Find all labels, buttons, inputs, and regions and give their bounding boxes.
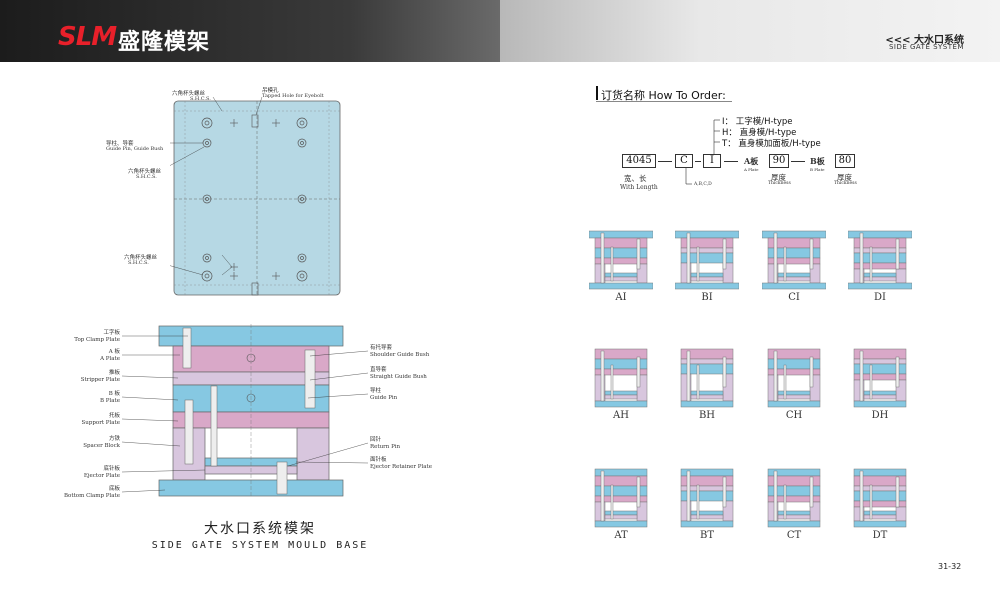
- code-dash-2: [695, 161, 701, 162]
- label-hex-bolt-bot-cn: 六角杯头螺丝: [124, 255, 158, 261]
- label-hex-bolt-mid-en: S.H.C.S.: [136, 174, 157, 180]
- logo-slm: SLM: [58, 22, 117, 52]
- code-dash-4: [791, 161, 805, 162]
- logo-company-name: 盛隆模架: [118, 30, 211, 55]
- type-label-at: AT: [614, 530, 628, 541]
- label-b-plate: B 板 B Plate: [100, 391, 120, 404]
- type-label-ah: AH: [613, 410, 629, 421]
- type-label-di: DI: [874, 292, 886, 303]
- label-ejector-plate: 底针板 Ejector Plate: [83, 466, 120, 479]
- type-label-bh: BH: [698, 410, 716, 421]
- label-support-plate: 托板 Support Plate: [81, 413, 120, 426]
- order-title-bar: [596, 86, 598, 100]
- code-a-value: 90: [769, 154, 789, 168]
- code-system-en: A,B,C,D: [694, 182, 712, 187]
- label-bottom-clamp: 底板 Bottom Clamp Plate: [64, 486, 120, 499]
- type-label-dt: DT: [872, 530, 888, 541]
- label-stripper-plate: 推板 Stripper Plate: [80, 370, 120, 383]
- label-hex-bolt-top-en: S.H.C.S.: [190, 96, 211, 102]
- type-thumbnail-di: [848, 230, 912, 290]
- code-b-en: Thickness: [834, 181, 857, 186]
- label-lift-hole-en: Tapped Hole for Eyebolt: [262, 93, 324, 99]
- type-label-ct: CT: [786, 530, 802, 541]
- code-system: C: [675, 154, 693, 168]
- main-title-cn: 大水口系统模架: [204, 521, 316, 537]
- label-lift-hole-cn: 吊模孔: [262, 88, 279, 94]
- order-bracket-lines: [685, 119, 720, 185]
- code-b-label: B板: [810, 156, 825, 166]
- type-label-ai: AI: [615, 292, 627, 303]
- section-leader-lines: [121, 335, 369, 493]
- type-label-ch: CH: [785, 410, 803, 421]
- type-thumbnail-bt: [680, 468, 734, 528]
- header-band-right: [500, 0, 1000, 62]
- type-label-bi: BI: [701, 292, 713, 303]
- type-thumbnail-at: [594, 468, 648, 528]
- label-guide-pin-cn: 导柱、导套: [106, 141, 134, 147]
- type-thumbnail-ah: [594, 348, 648, 408]
- main-title-en: SIDE GATE SYSTEM MOULD BASE: [151, 540, 369, 551]
- label-a-plate: A 板 A Plate: [100, 349, 120, 362]
- label-hex-bolt-mid-cn: 六角杯头螺丝: [128, 169, 162, 175]
- code-size: 4045: [622, 154, 656, 168]
- code-a-small: A Plate: [744, 167, 759, 172]
- type-thumbnail-ct: [767, 468, 821, 528]
- label-hex-bolt-bot-en: S.H.C.S.: [128, 260, 149, 266]
- order-title: 订货名称 How To Order:: [601, 89, 726, 102]
- code-b-cn: 厚度: [837, 173, 852, 182]
- code-a-cn: 厚度: [771, 173, 786, 182]
- label-guide-pin-en: Guide Pin, Guide Bush: [106, 146, 164, 152]
- label-ejector-retainer: 面针板 Ejector Retainer Plate: [370, 457, 432, 470]
- order-title-rule: [596, 101, 732, 102]
- label-spacer-block: 方铁 Spacer Block: [83, 436, 120, 449]
- type-line-t: T： 直身模加面板/H-type: [722, 139, 821, 149]
- code-size-cn: 宽、长: [624, 174, 647, 183]
- type-label-dh: DH: [871, 410, 889, 421]
- code-dash-3: [724, 161, 738, 162]
- type-thumbnail-ch: [767, 348, 821, 408]
- type-thumbnail-bh: [680, 348, 734, 408]
- section-title: <<< 大水口系统: [885, 35, 964, 46]
- type-thumbnail-ci: [762, 230, 826, 290]
- code-dash-1: [658, 161, 672, 162]
- label-top-clamp: 工字板 Top Clamp Plate: [74, 330, 120, 343]
- label-straight-guide-bush: 直导套 Straight Guide Bush: [370, 367, 427, 380]
- section-subtitle: SIDE GATE SYSTEM: [888, 43, 964, 51]
- code-b-value: 80: [835, 154, 855, 168]
- code-type: I: [703, 154, 721, 168]
- type-line-i: I： 工字模/H-type: [722, 117, 793, 127]
- type-label-ci: CI: [788, 292, 800, 303]
- type-thumbnail-bi: [675, 230, 739, 290]
- type-line-h: H： 直身模/H-type: [722, 128, 797, 138]
- code-size-en: With Length: [620, 184, 658, 191]
- type-label-bt: BT: [699, 530, 715, 541]
- label-shoulder-guide-bush: 有托导套 Shoulder Guide Bush: [370, 345, 430, 358]
- type-thumbnail-dh: [853, 348, 907, 408]
- code-a-en: Thickness: [768, 181, 791, 186]
- page-number: 31-32: [938, 562, 962, 571]
- label-return-pin: 回针 Return Pin: [370, 437, 401, 450]
- code-b-small: B Plate: [810, 167, 825, 172]
- section-view-diagram: [158, 324, 344, 498]
- top-view-diagram: [170, 96, 341, 296]
- type-thumbnail-dt: [853, 468, 907, 528]
- type-thumbnail-ai: [589, 230, 653, 290]
- label-hex-bolt-top-cn: 六角杯头螺丝: [172, 91, 206, 97]
- label-guide-pin: 导柱 Guide Pin: [370, 388, 398, 401]
- code-a-label: A板: [744, 156, 759, 166]
